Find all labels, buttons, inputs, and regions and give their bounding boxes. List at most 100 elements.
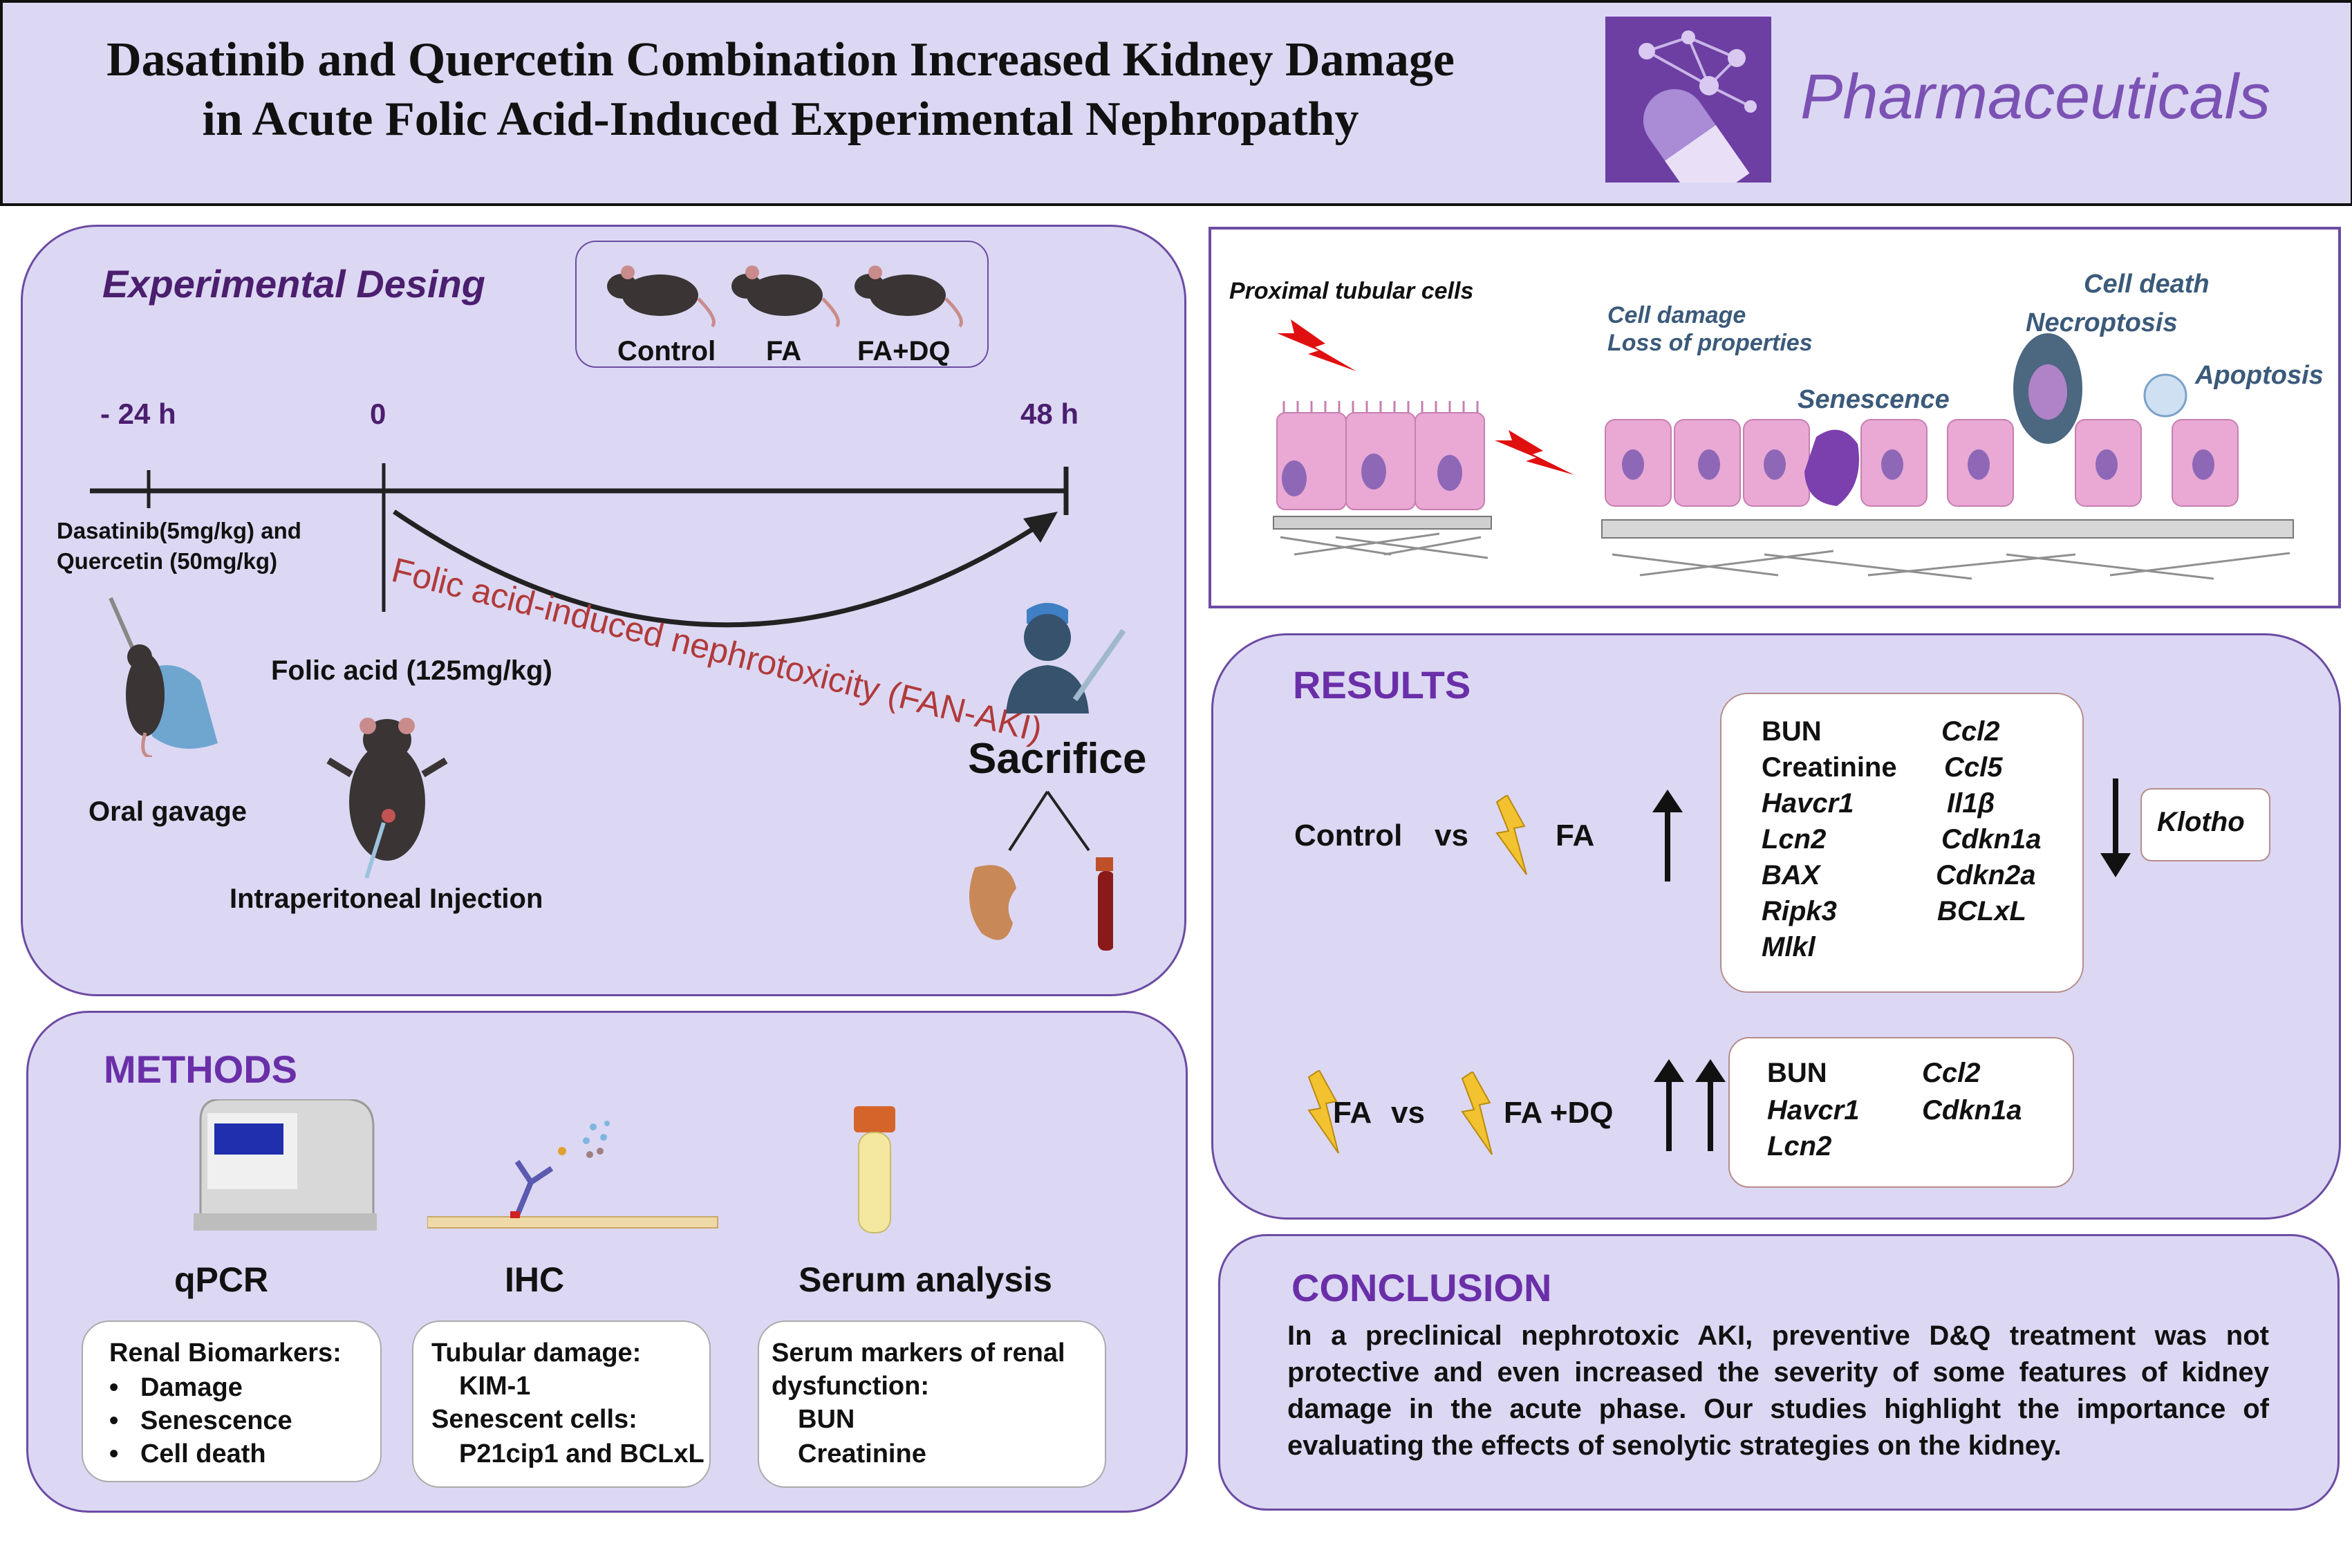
mouse-icon [855,265,963,328]
serum-line-1: Serum markers of renal [772,1338,1065,1368]
biomarker-damage: Damage [140,1373,243,1402]
curve-arrowhead [1023,512,1058,543]
row1-left: Control [1294,819,1403,852]
qpcr-machine-icon [194,1099,377,1231]
damage-bolt-icon [1277,319,1356,371]
serum-line-4: Creatinine [798,1439,926,1468]
serum-line-3: BUN [798,1405,855,1434]
surgeon-icon [1006,603,1126,713]
sacrifice-outputs [969,790,1113,951]
title-line-1: Dasatinib and Quercetin Combination Incr… [106,33,1455,86]
row1-downregulated-box [2140,788,2270,861]
serum-line-2: dysfunction: [772,1372,929,1401]
conclusion-panel [1218,1234,2340,1511]
row1-gene: Il1β [1947,788,1995,819]
title-line-2: in Acute Folic Acid-Induced Experimental… [202,93,1359,146]
row1-vs: vs [1435,819,1468,852]
biomarker-cell-death: Cell death [140,1439,266,1468]
row1-gene: Ripk3 [1762,896,1837,926]
folic-acid-dose: Folic acid (125mg/kg) [271,655,552,686]
dq-dose: Dasatinib(5mg/kg) and Quercetin (50mg/kg… [57,516,301,577]
bolt-icon [1461,1072,1493,1155]
biomarker-senescence: Senescence [140,1406,292,1435]
oral-gavage-label: Oral gavage [88,796,248,827]
dq-dose-line-2: Quercetin (50mg/kg) [57,548,278,574]
renal-biomarkers-box: Renal Biomarkers: • Damage • Senescence … [82,1320,382,1482]
row2-gene: Cdkn1a [1922,1095,2022,1126]
ip-injection-label: Intraperitoneal Injection [230,884,543,914]
row1-upregulated-box [1720,693,2084,993]
klotho-gene: Klotho [2157,807,2245,837]
basement-membrane [1601,519,2294,539]
biomarkers-head: Renal Biomarkers: [109,1338,342,1368]
cell-damage-label: Cell damage Loss of properties [1607,301,1813,357]
results-title: RESULTS [1293,663,1471,707]
ihc-label: IHC [505,1260,565,1299]
row1-gene: Creatinine [1762,752,1897,783]
time-48h: 48 h [1020,398,1079,430]
row1-gene: BAX [1762,860,1820,890]
serum-label: Serum analysis [799,1260,1052,1299]
sacrifice-label: Sacrifice [968,735,1147,783]
row1-right: FA [1556,819,1595,852]
necroptosis-label: Necroptosis [2026,308,2178,337]
group-label-control: Control [617,336,716,366]
row2-gene: Havcr1 [1767,1095,1860,1126]
proximal-label: Proximal tubular cells [1229,278,1474,304]
basement-membrane [1273,516,1492,530]
time-minus24: - 24 h [100,398,176,430]
kidney-icon [969,865,1016,940]
ihc-line-2: KIM-1 [459,1372,531,1401]
row2-gene: Lcn2 [1767,1131,1832,1161]
damage-bolt-icon [1495,430,1574,475]
biomarker-item: • Senescence [109,1406,292,1435]
biomarker-item: • Damage [109,1373,243,1402]
up-arrow-icon [1652,790,1683,881]
mouse-icon [607,265,716,328]
cell-damage-line-2: Loss of properties [1607,330,1813,356]
row1-gene: BCLxL [1937,896,2026,926]
ihc-antibody-icon [427,1121,718,1229]
biomarker-item: • Cell death [109,1439,266,1468]
timeline-diagram [90,463,1069,628]
oral-gavage-illustration [109,597,218,757]
row2-vs: vs [1391,1096,1425,1130]
row1-gene: Ccl5 [1944,752,2003,783]
ihc-line-1: Tubular damage: [431,1338,642,1368]
ihc-markers-box: Tubular damage: KIM-1 Senescent cells: P… [412,1320,711,1488]
mouse-icon [731,265,840,328]
conclusion-text: In a preclinical nephrotoxic AKI, preven… [1287,1320,2269,1461]
row1-gene: Ccl2 [1941,716,2000,747]
senescence-label: Senescence [1798,385,1950,414]
row2-gene: BUN [1767,1058,1827,1088]
row1-gene: Cdkn2a [1936,860,2036,890]
ihc-line-4: P21cip1 and BCLxL [459,1439,704,1468]
row2-right: FA +DQ [1504,1096,1614,1130]
senescent-cell [1804,429,1859,506]
bolt-icon [1307,1070,1339,1154]
time-zero: 0 [370,398,386,430]
cell-death-label: Cell death [2084,270,2210,299]
header-banner: Dasatinib and Quercetin Combination Incr… [0,0,2352,206]
journal-name: Pharmaceuticals [1800,62,2271,132]
page-title: Dasatinib and Quercetin Combination Incr… [17,30,1544,149]
row1-gene: Lcn2 [1762,824,1827,855]
design-title: Experimental Desing [102,262,485,306]
treatment-curve [393,510,1045,628]
conclusion-title: CONCLUSION [1291,1266,1552,1309]
methods-title: METHODS [104,1047,297,1091]
dq-dose-line-1: Dasatinib(5mg/kg) and [57,518,301,543]
row1-gene: BUN [1762,716,1822,747]
row2-left: FA [1333,1096,1372,1130]
row1-gene: Cdkn1a [1941,824,2042,855]
qpcr-label: qPCR [174,1260,269,1299]
down-arrow-icon [2100,778,2131,877]
journal-logo-icon [1605,17,1771,183]
serum-markers-box: Serum markers of renal dysfunction: BUN … [758,1320,1106,1488]
apoptotic-cell [2143,373,2187,418]
bolt-icon [1495,795,1527,875]
row2-upregulated-box [1728,1037,2074,1188]
ihc-line-3: Senescent cells: [431,1405,637,1434]
tubule-illustration [1273,319,2294,580]
row1-gene: Havcr1 [1762,788,1854,819]
